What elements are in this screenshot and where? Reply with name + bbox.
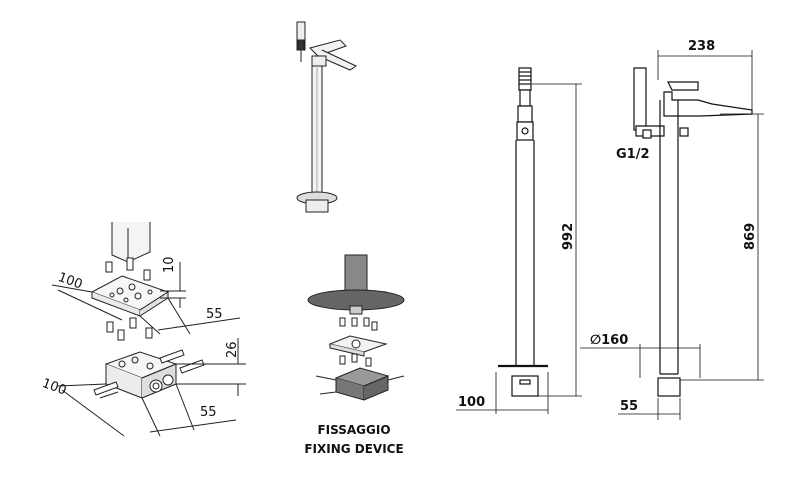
fixing-plate-view: [51, 222, 241, 341]
fixing-device-view: [307, 254, 405, 401]
dim-base-diameter: ∅160: [590, 333, 628, 348]
fixing-label-it: FISSAGGIO: [317, 423, 390, 437]
dim-block-height: 26: [225, 341, 240, 358]
faucet-3d-view: [296, 21, 358, 213]
dim-block-width: 100: [40, 376, 68, 399]
dim-connection: G1/2: [616, 147, 650, 162]
front-elevation: [456, 67, 582, 414]
dim-plate-width: 100: [56, 270, 84, 293]
dim-total-height: 992: [561, 223, 576, 250]
dim-spout-reach: 238: [688, 39, 715, 54]
dim-front-width: 100: [458, 395, 485, 410]
side-elevation: [580, 50, 764, 420]
fixing-block-view: [57, 338, 246, 437]
fixing-label-en: FIXING DEVICE: [304, 442, 403, 456]
dim-block-depth: 55: [200, 405, 217, 420]
dim-side-width: 55: [620, 399, 638, 414]
dim-plate-depth: 55: [206, 307, 223, 322]
dim-spout-height: 869: [743, 223, 758, 250]
dim-plate-height: 10: [162, 256, 177, 273]
